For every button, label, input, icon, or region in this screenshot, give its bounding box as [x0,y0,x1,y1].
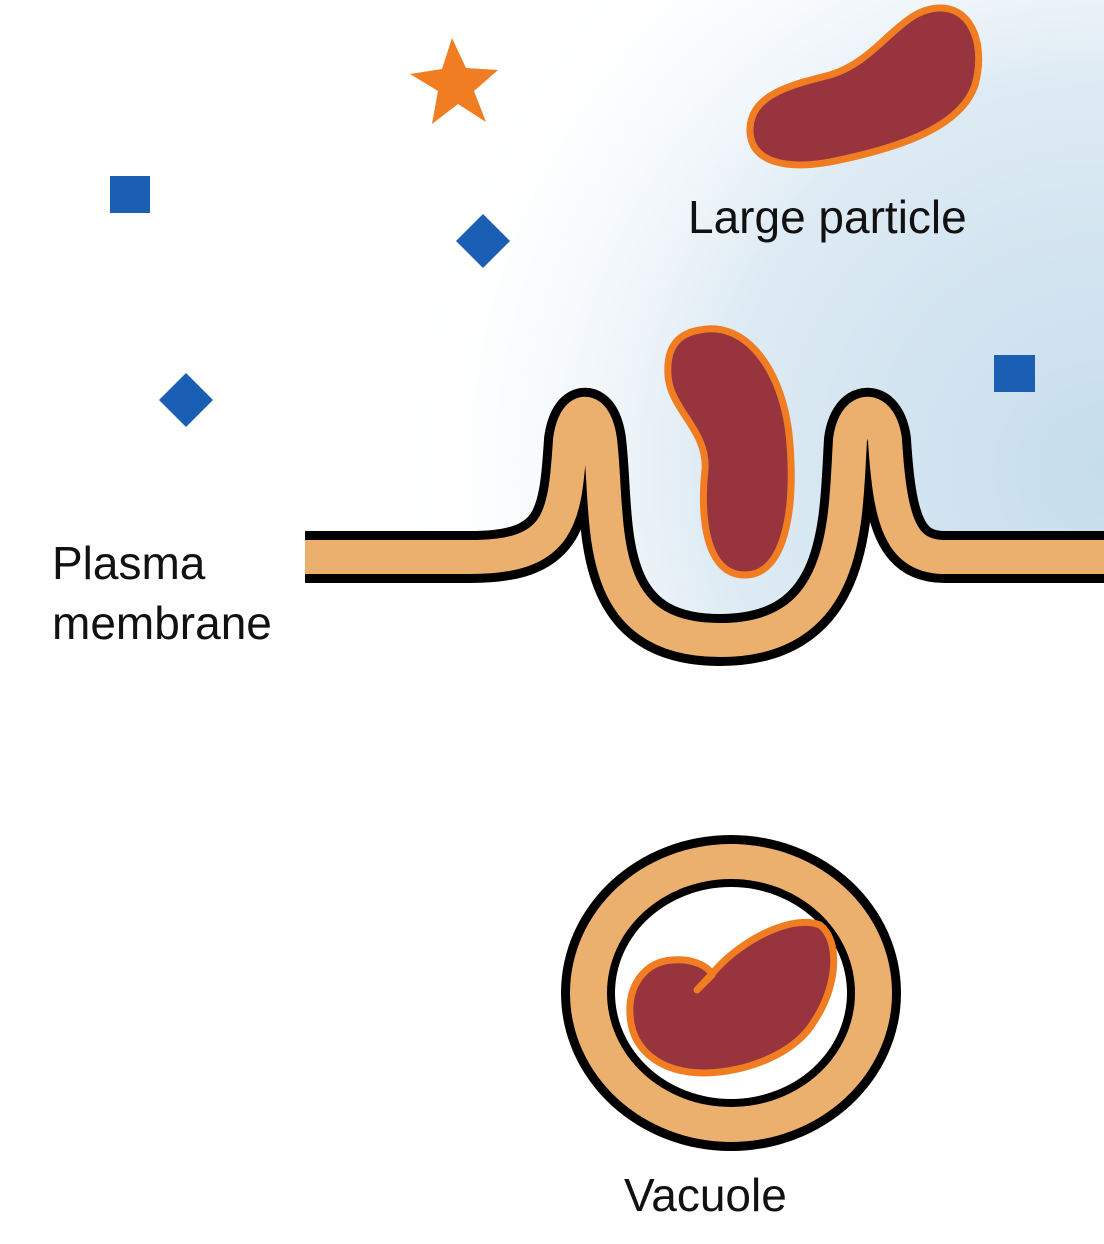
plasma-membrane [305,388,1104,666]
large-particle [746,4,983,169]
engulfed-particle [664,325,795,579]
plasma-membrane-label-line2: membrane [52,597,272,649]
square-molecule-icon [994,355,1035,392]
vacuole [561,835,901,1151]
plasma-membrane-lipid [305,397,1104,657]
square-molecule-icon [110,176,150,213]
vacuole-label: Vacuole [624,1169,787,1221]
vacuole-particle [626,918,838,1077]
large-particle-label: Large particle [688,191,967,243]
star-icon [410,38,498,124]
diamond-molecule-icon [159,373,213,427]
diamond-molecule-icon [456,214,510,268]
plasma-membrane-label-line1: Plasma [52,537,206,589]
